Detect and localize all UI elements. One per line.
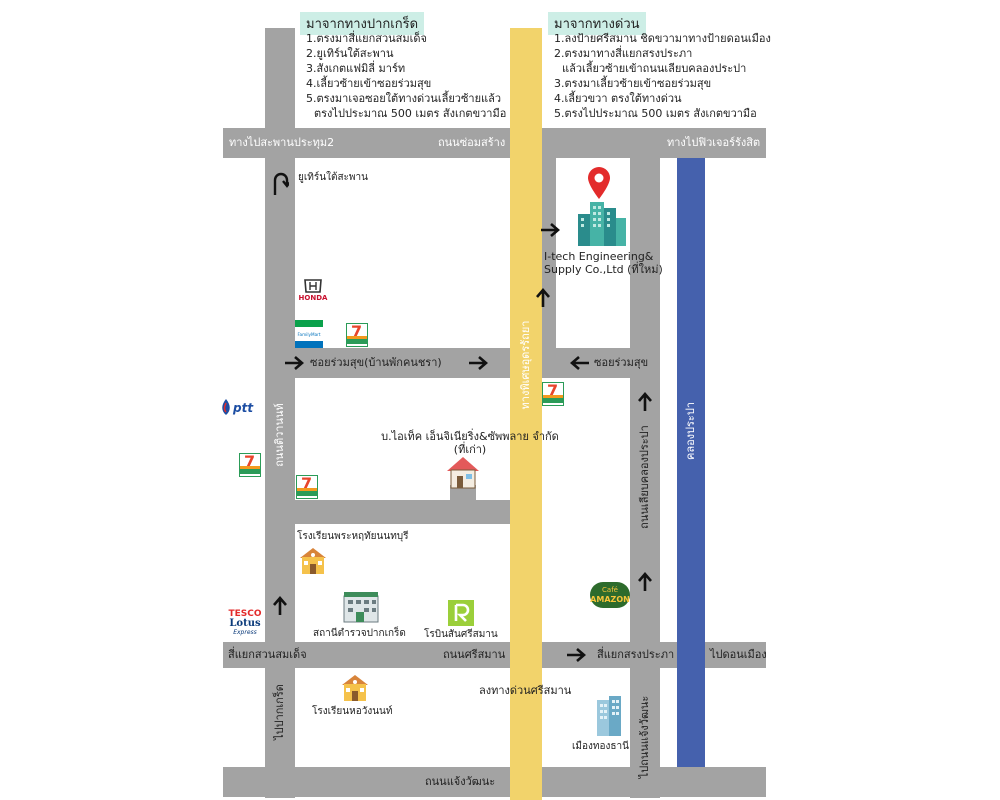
svg-text:HONDA: HONDA	[299, 294, 328, 302]
label-muang-thong: เมืองทองธานี	[572, 741, 629, 752]
label-top-left: ทางไปสะพานประทุม2	[229, 136, 335, 149]
label-expressway: ทางพิเศษอุดรรัถยา	[519, 320, 532, 410]
location-pin-icon	[588, 167, 610, 199]
expressway	[510, 28, 542, 800]
west-step-5: 5.ตรงมาเจอซอยใต้ทางด่วนเลี้ยวซ้ายแล้ว	[306, 92, 502, 105]
road-si-saman	[223, 642, 766, 668]
road-canal-side	[630, 158, 660, 798]
label-canal-road: ถนนเลียบคลองประปา	[638, 425, 651, 529]
label-golf: โรบินสันศรีสมาน	[424, 629, 498, 640]
skyscraper-icon	[597, 696, 621, 736]
label-to-don-mueang: ไปดอนเมือง	[710, 648, 767, 661]
golf-logo-icon	[448, 600, 474, 626]
cafe-amazon-logo-icon: Café AMAZON	[590, 582, 630, 608]
label-exit-si-saman: ลงทางด่วนศรีสมาน	[479, 684, 572, 697]
label-tiwanon: ถนนติวานนท์	[273, 403, 286, 467]
label-song-praphan: สี่แยกสรงประภา	[597, 648, 675, 661]
house-icon	[447, 457, 479, 489]
west-step-4: 4.เลี้ยวซ้ายเข้าซอยร่วมสุข	[306, 77, 432, 90]
arrow-right-icon	[567, 648, 586, 662]
school-icon	[342, 675, 368, 701]
east-step-2b: แล้วเลี้ยวซ้ายเข้าถนนเลียบคลองประปา	[562, 62, 747, 75]
seven-eleven-logo-icon: 7	[346, 323, 368, 347]
east-step-1: 1.ลงป้ายศรีสมาน ชิดขวามาทางป้ายดอนเมือง	[554, 32, 771, 45]
label-suan-somdet: สี่แยกสวนสมเด็จ	[228, 648, 307, 661]
east-instructions-title: มาจากทางด่วน	[548, 12, 646, 35]
familymart-logo-icon: FamilyMart	[295, 320, 323, 348]
arrow-right-icon	[541, 223, 560, 237]
west-instructions-title: มาจากทางปากเกร็ด	[300, 12, 425, 35]
label-police: สถานีตำรวจปากเกร็ด	[313, 628, 406, 639]
east-step-5: 5.ตรงไปประมาณ 500 เมตร สังเกตขวามือ	[554, 107, 757, 120]
tesco-lotus-logo-icon: TESCO Lotus Express	[228, 609, 262, 637]
east-step-4: 4.เลี้ยวขวา ตรงใต้ทางด่วน	[554, 92, 682, 105]
west-step-3: 3.สังเกตแฟมิลี่ มาร์ท	[306, 62, 406, 75]
label-to-pak-kret: ไปปากเกร็ด	[273, 684, 286, 740]
road-top	[223, 128, 766, 158]
label-u-turn: ยูเทิร์นใต้สะพาน	[298, 172, 368, 183]
ptt-logo-icon: ptt	[222, 399, 254, 415]
east-step-3: 3.ตรงมาเลี้ยวซ้ายเข้าซอยร่วมสุข	[554, 77, 712, 90]
label-mid-soi-east: ซอยร่วมสุข	[594, 356, 649, 369]
arrow-up-icon	[273, 596, 287, 615]
west-instructions: 1.ตรงมาสี่แยกสวนสมเด็จ 2.ยูเทิร์นใต้สะพา…	[306, 31, 506, 121]
office-building-icon	[578, 202, 626, 246]
label-top-right: ทางไปฟิวเจอร์รังสิต	[667, 136, 761, 149]
arrow-up-icon	[638, 572, 652, 591]
police-station-icon	[343, 592, 379, 623]
label-old-office: บ.ไอเท็ค เอ็นจิเนียริ่ง&ซัพพลาย จำกัด (ท…	[381, 430, 559, 456]
west-step-1: 1.ตรงมาสี่แยกสวนสมเด็จ	[306, 32, 427, 45]
road-old-office-link	[450, 485, 476, 507]
label-chaeng-watthana: ถนนแจ้งวัฒนะ	[425, 775, 496, 788]
svg-text:FamilyMart: FamilyMart	[297, 332, 320, 337]
arrow-right-icon	[285, 356, 304, 370]
west-step-5b: ตรงไปประมาณ 500 เมตร สังเกตขวามือ	[314, 107, 507, 120]
arrow-right-icon	[469, 356, 488, 370]
east-step-2: 2.ตรงมาทางสี่แยกสรงประภา	[554, 47, 693, 60]
svg-text:ptt: ptt	[232, 401, 254, 415]
west-step-2: 2.ยูเทิร์นใต้สะพาน	[306, 47, 394, 60]
label-to-chaeng-watthana: ไปถนนแจ้งวัฒนะ	[638, 695, 651, 779]
label-top-center: ถนนซ่อมสร้าง	[438, 136, 506, 149]
arrow-left-icon	[570, 356, 589, 370]
seven-eleven-logo-icon: 7	[239, 453, 261, 477]
label-mid-soi-west: ซอยร่วมสุข(บ้านพักคนชรา)	[310, 356, 442, 369]
label-canal: คลองประปา	[684, 401, 697, 461]
u-turn-icon	[273, 172, 289, 195]
honda-logo-icon: HONDA	[299, 279, 328, 302]
label-si-saman: ถนนศรีสมาน	[443, 648, 506, 661]
road-chaeng-watthana	[223, 767, 766, 797]
arrow-up-icon	[638, 392, 652, 411]
road-soi-to-old-office	[295, 500, 510, 524]
label-new-office: I-tech Engineering& Supply Co.,Ltd (ที่ใ…	[544, 250, 663, 276]
arrow-up-icon	[536, 288, 550, 307]
school-icon	[300, 548, 326, 574]
label-school-1: โรงเรียนพระหฤทัยนนทบุรี	[297, 531, 409, 542]
seven-eleven-logo-icon: 7	[542, 382, 564, 406]
label-school-2: โรงเรียนหอวังนนท์	[312, 706, 393, 717]
east-instructions: 1.ลงป้ายศรีสมาน ชิดขวามาทางป้ายดอนเมือง …	[554, 31, 771, 121]
road-soi-to-new-office	[542, 158, 556, 348]
canal	[677, 158, 705, 767]
seven-eleven-logo-icon: 7	[296, 475, 318, 499]
